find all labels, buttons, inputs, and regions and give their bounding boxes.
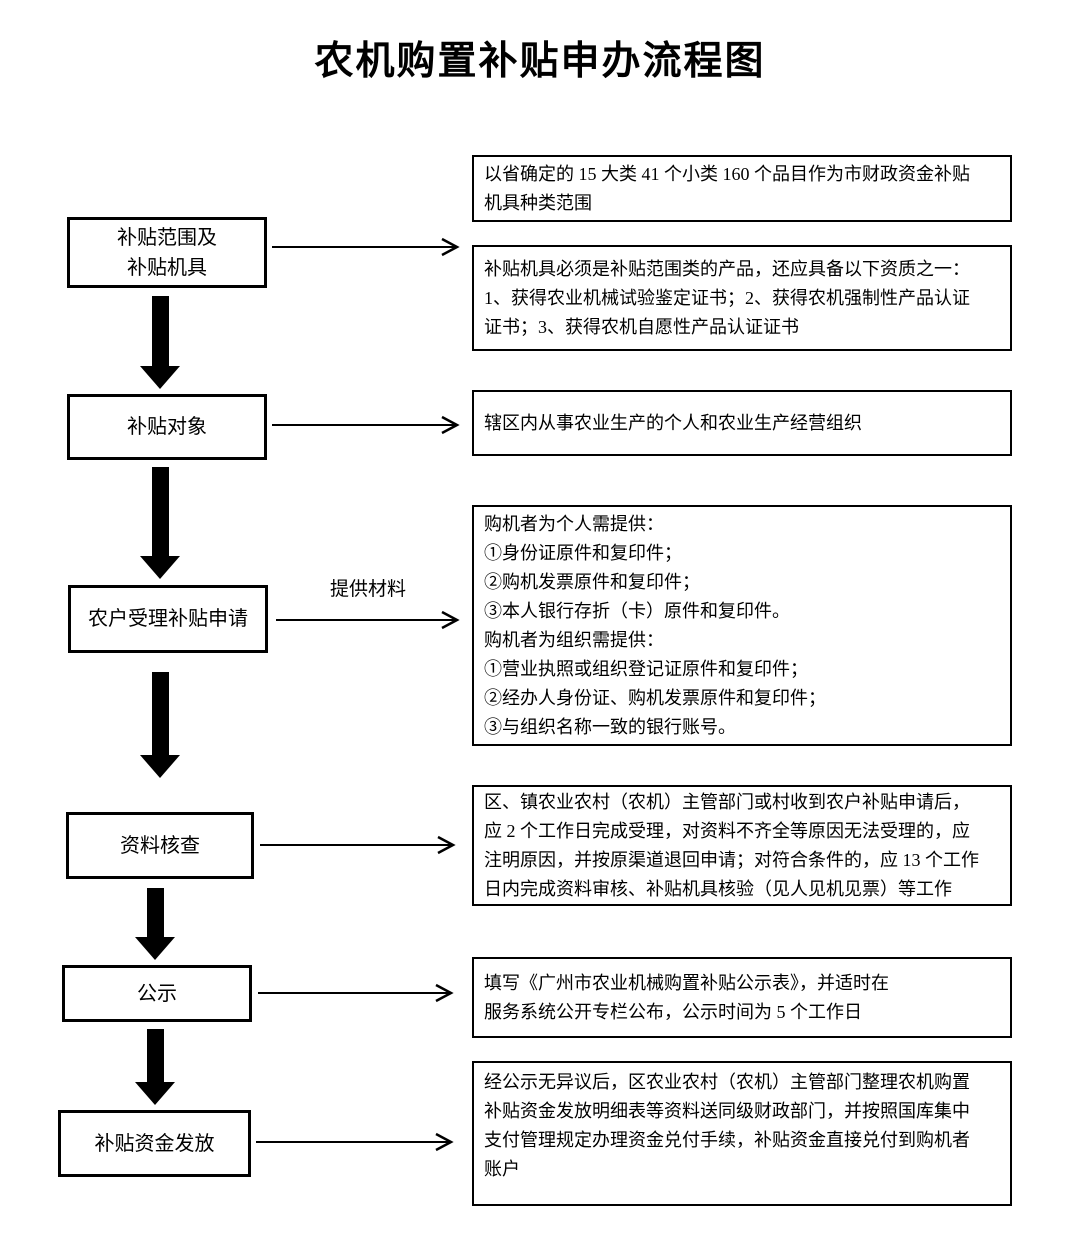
arrow-head: [135, 937, 175, 960]
step-label: 补贴资金发放: [94, 1132, 215, 1155]
detail-box-subsidy-target: 辖区内从事农业生产的个人和农业生产经营组织: [472, 390, 1012, 456]
down-arrow-icon-1: [140, 296, 180, 389]
detail-text: 补贴机具必须是补贴范围类的产品，还应具备以下资质之一： 1、获得农业机械试验鉴定…: [484, 258, 970, 337]
step-box-material-review: 资料核查: [66, 812, 254, 879]
detail-box-publicity-process: 填写《广州市农业机械购置补贴公示表》，并适时在 服务系统公开专栏公布，公示时间为…: [472, 957, 1012, 1038]
detail-box-subsidy-scope: 以省确定的 15 大类 41 个小类 160 个品目作为市财政资金补贴 机具种类…: [472, 155, 1012, 222]
arrow-head: [140, 556, 180, 579]
down-arrow-icon-2: [140, 467, 180, 579]
step-label: 农户受理补贴申请: [88, 608, 248, 630]
down-arrow-icon-4: [135, 888, 175, 960]
down-arrow-icon-3: [140, 672, 180, 778]
arrow-label-provide-materials: 提供材料: [329, 579, 406, 600]
detail-box-machine-qualification: 补贴机具必须是补贴范围类的产品，还应具备以下资质之一： 1、获得农业机械试验鉴定…: [472, 245, 1012, 351]
down-arrow-icon-5: [135, 1029, 175, 1105]
step-box-subsidy-scope: 补贴范围及 补贴机具: [67, 217, 267, 288]
arrow-shaft: [151, 296, 169, 366]
detail-text: 以省确定的 15 大类 41 个小类 160 个品目作为市财政资金补贴 机具种类…: [484, 163, 970, 213]
step-label: 公示: [137, 982, 177, 1005]
arrow-shaft: [146, 888, 164, 937]
step-box-subsidy-target: 补贴对象: [67, 394, 267, 460]
arrow-head: [140, 755, 180, 778]
step-label: 补贴对象: [127, 416, 207, 438]
step-label: 补贴范围及 补贴机具: [117, 226, 217, 279]
step-box-publicity: 公示: [62, 965, 252, 1022]
detail-text: 经公示无异议后，区农业农村（农机）主管部门整理农机购置 补贴资金发放明细表等资料…: [484, 1072, 970, 1179]
detail-box-review-process: 区、镇农业农村（农机）主管部门或村收到农户补贴申请后， 应 2 个工作日完成受理…: [472, 785, 1012, 906]
detail-box-required-materials: 购机者为个人需提供： ①身份证原件和复印件； ②购机发票原件和复印件； ③本人银…: [472, 505, 1012, 746]
step-label: 资料核查: [120, 834, 200, 857]
right-arrow-icon-1: [272, 237, 460, 257]
arrow-shaft: [151, 672, 169, 755]
right-arrow-icon-2: [272, 415, 460, 435]
detail-box-disbursement-process: 经公示无异议后，区农业农村（农机）主管部门整理农机购置 补贴资金发放明细表等资料…: [472, 1061, 1012, 1206]
arrow-shaft: [146, 1029, 164, 1082]
detail-text: 区、镇农业农村（农机）主管部门或村收到农户补贴申请后， 应 2 个工作日完成受理…: [484, 791, 979, 899]
right-arrow-icon-5: [258, 983, 454, 1003]
page-title: 农机购置补贴申办流程图: [314, 40, 766, 83]
right-arrow-icon-6: [256, 1132, 454, 1152]
right-arrow-icon-4: [260, 835, 456, 855]
detail-text: 填写《广州市农业机械购置补贴公示表》，并适时在 服务系统公开专栏公布，公示时间为…: [484, 972, 889, 1022]
arrow-head: [140, 366, 180, 389]
detail-text: 辖区内从事农业生产的个人和农业生产经营组织: [484, 412, 862, 433]
step-box-application-acceptance: 农户受理补贴申请: [68, 585, 268, 653]
step-box-fund-disbursement: 补贴资金发放: [58, 1110, 251, 1177]
detail-text: 购机者为个人需提供： ①身份证原件和复印件； ②购机发票原件和复印件； ③本人银…: [484, 513, 826, 737]
arrow-shaft: [151, 467, 169, 556]
arrow-head: [135, 1082, 175, 1105]
right-arrow-icon-3: [276, 610, 460, 630]
